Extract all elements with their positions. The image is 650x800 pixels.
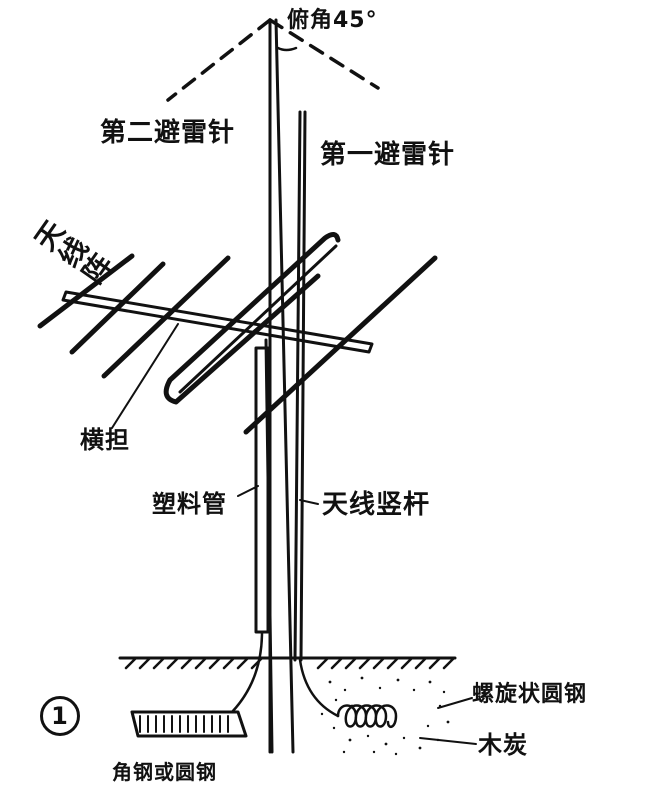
- crossbar-boom: [61, 290, 374, 354]
- crossbar-label: 横担: [80, 426, 130, 454]
- yagi-element-1: [37, 253, 135, 329]
- angle-iron-grate: [139, 715, 229, 733]
- yagi-element-4: [243, 255, 438, 435]
- ground-hatching: [124, 656, 456, 670]
- charcoal-pit: [320, 676, 450, 756]
- spiral-leader: [437, 697, 473, 709]
- angle-arc: [276, 46, 298, 52]
- protection-cone-right: [268, 18, 380, 90]
- pipe-leader: [237, 485, 259, 497]
- yagi-element-2: [69, 261, 166, 355]
- figure-number-badge: 1: [40, 696, 80, 736]
- down-conductor-right: [298, 658, 340, 718]
- second-rod-edge: [274, 18, 295, 754]
- spiral-steel: [336, 704, 398, 729]
- antenna-pole-label: 天线竖杆: [322, 490, 431, 520]
- folded-dipole: [163, 232, 341, 405]
- angle-iron: [130, 710, 248, 738]
- spiral-steel-label: 螺旋状圆钢: [472, 682, 588, 707]
- charcoal-leader: [419, 737, 477, 745]
- down-conductor-left: [230, 630, 264, 714]
- second-rod-label: 第二避雷针: [100, 118, 236, 148]
- angle-iron-label: 角钢或圆钢: [112, 760, 217, 784]
- first-rod-edge: [299, 110, 307, 662]
- charcoal-label: 木炭: [478, 731, 528, 759]
- protection-cone-left: [166, 18, 272, 102]
- plastic-pipe-label: 塑料管: [152, 490, 227, 518]
- angle-label: 俯角45°: [287, 8, 378, 33]
- folded-dipole-inner: [178, 244, 338, 394]
- first-rod-label: 第一避雷针: [320, 140, 456, 170]
- yagi-element-3: [101, 255, 231, 379]
- crossbar-leader: [111, 323, 179, 429]
- pole-leader: [299, 499, 319, 505]
